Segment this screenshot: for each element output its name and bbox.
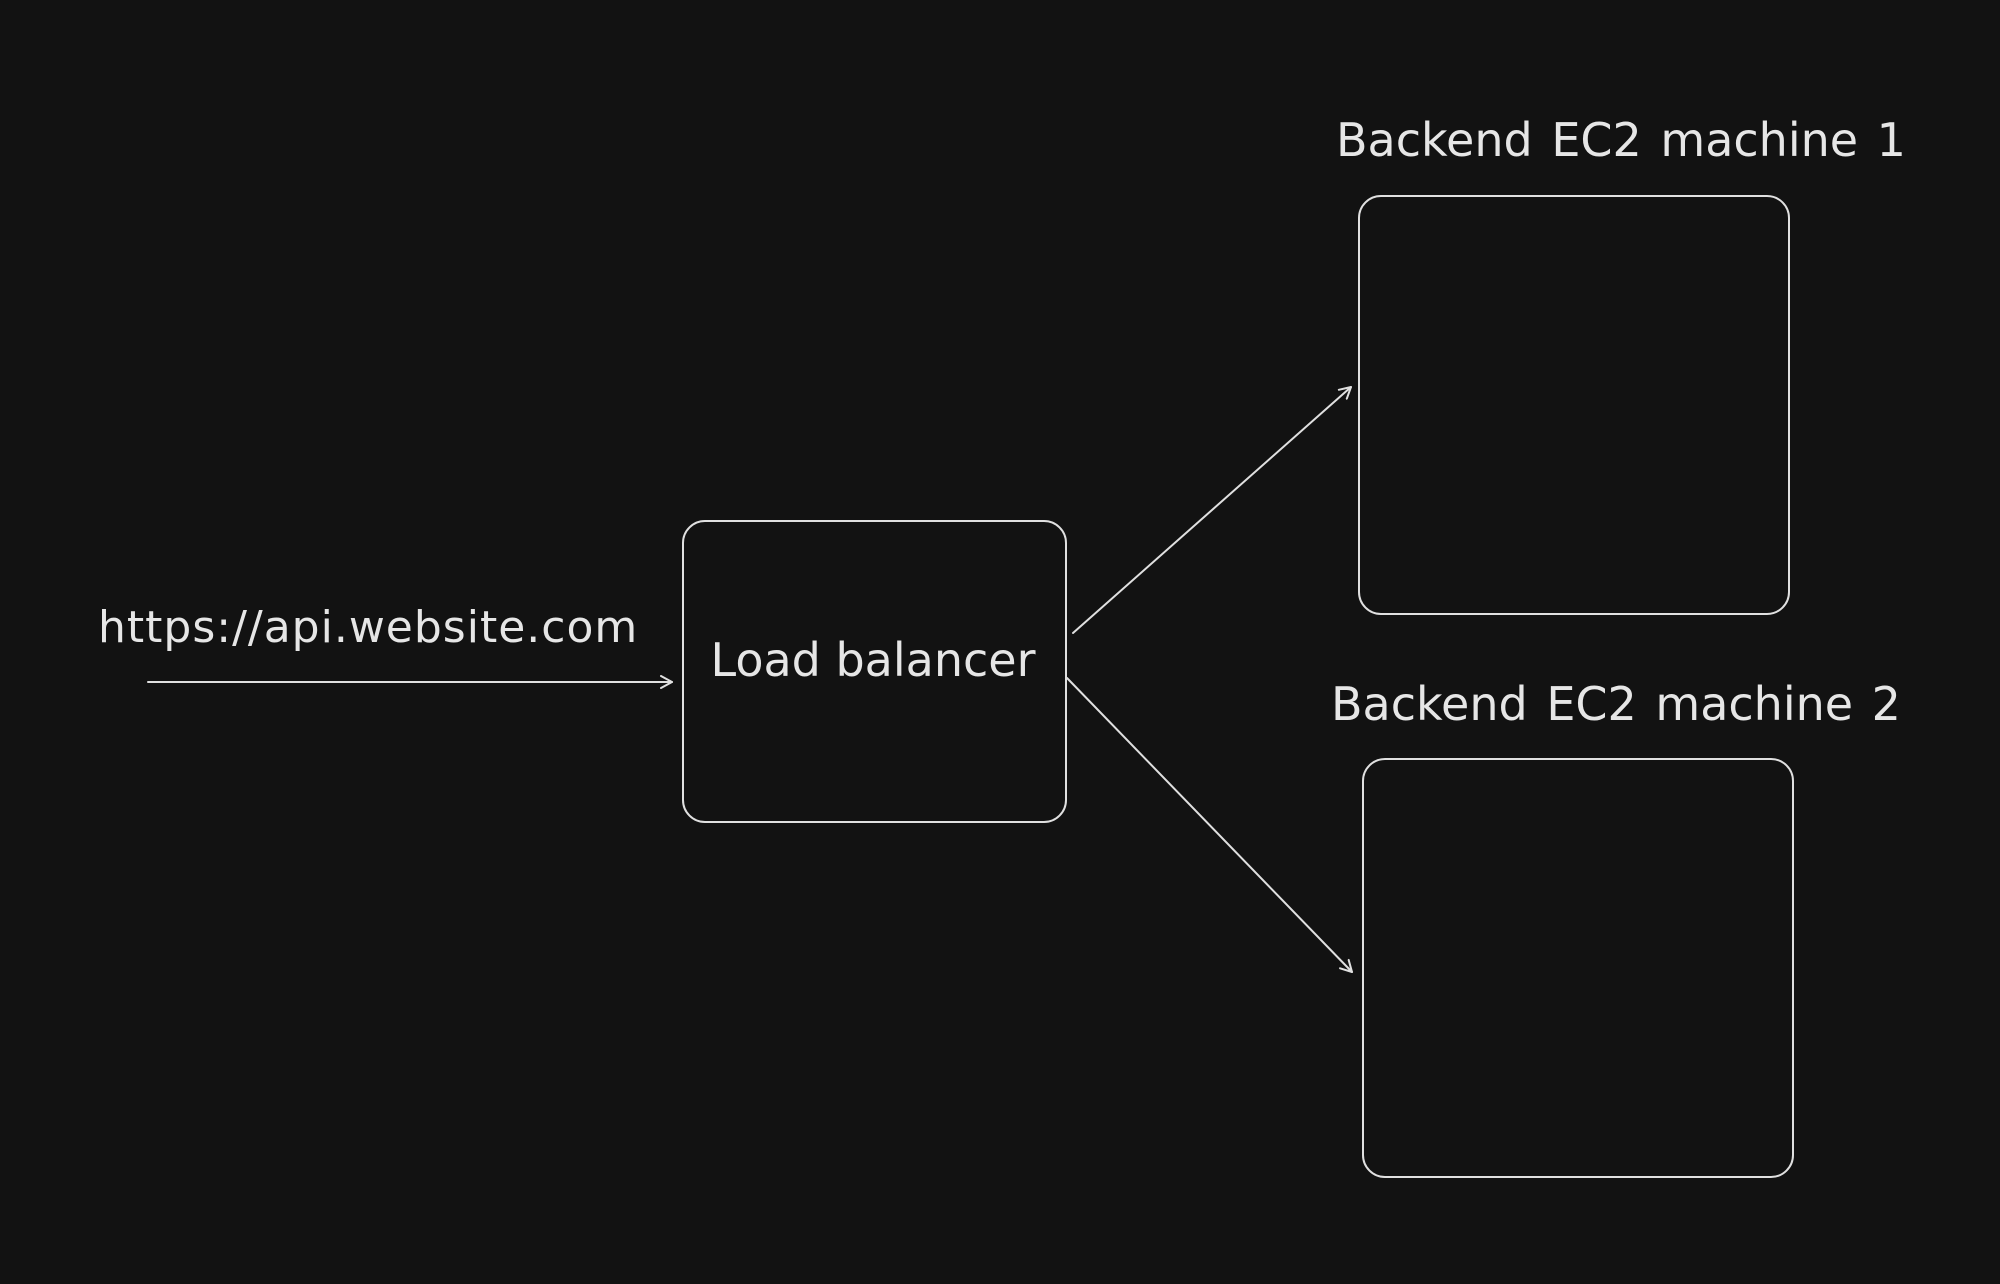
backend-2-label: Backend EC2 machine 2 bbox=[1331, 677, 1901, 731]
backend-2-box bbox=[1362, 758, 1794, 1178]
url-label: https://api.website.com bbox=[98, 602, 639, 653]
backend-1-label: Backend EC2 machine 1 bbox=[1336, 113, 1906, 167]
arrow-to-backend-1 bbox=[1072, 386, 1352, 634]
backend-1-box bbox=[1358, 195, 1790, 615]
load-balancer-label: Load balancer bbox=[710, 633, 1036, 687]
load-balancer-box bbox=[682, 520, 1067, 823]
arrow-to-backend-2 bbox=[1066, 677, 1353, 973]
